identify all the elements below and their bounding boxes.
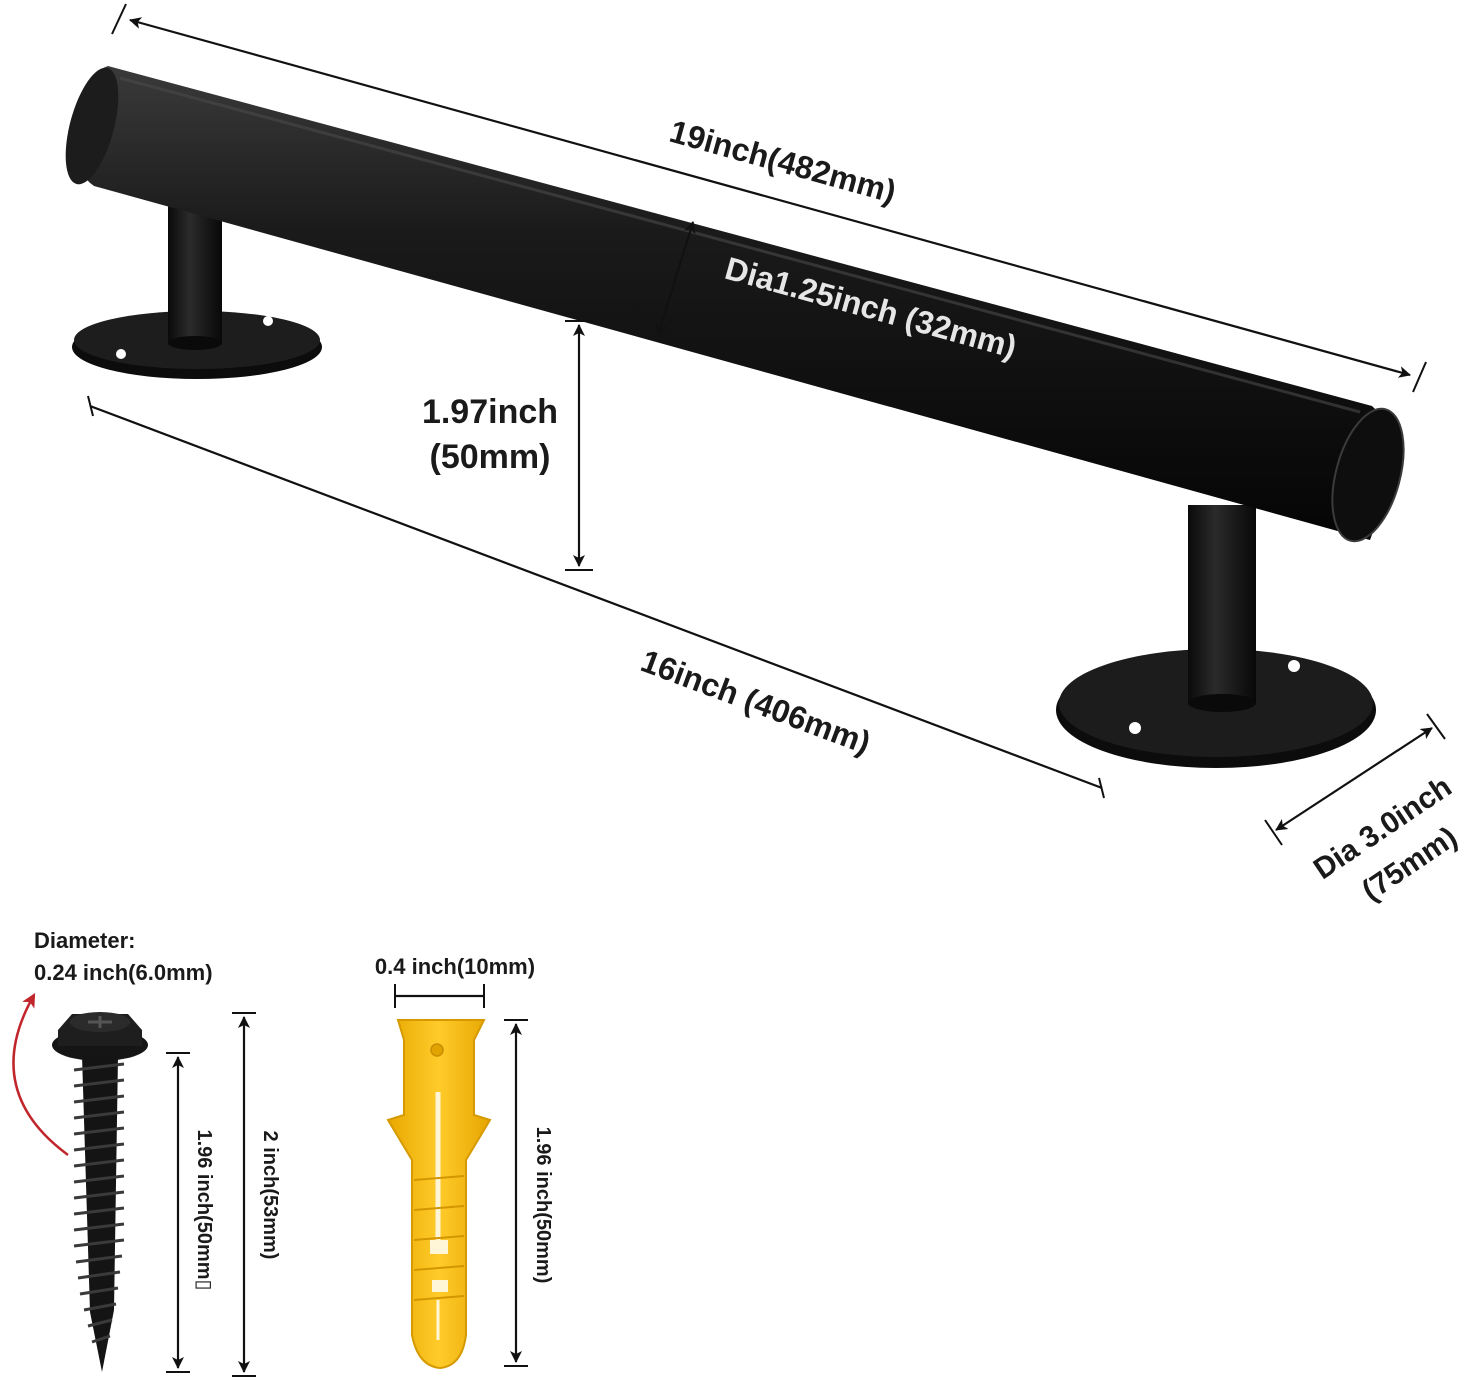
wall-anchor (386, 1019, 492, 1370)
anchor-length-dimension (504, 1019, 528, 1367)
overall-length-dimension (111, 3, 1427, 393)
bar-diameter-dimension (655, 221, 696, 336)
screw-diameter-label-line2: 0.24 inch(6.0mm) (34, 960, 213, 985)
projection-label-line2: (50mm) (430, 438, 551, 476)
screw-diameter-label-line1: Diameter: (34, 928, 135, 953)
center-to-center-label: 16inch (406mm) (636, 642, 875, 760)
overall-length-label: 19inch(482mm) (666, 113, 900, 210)
base-diameter-dimension (1264, 713, 1446, 846)
screw (52, 1012, 148, 1372)
projection-label-line1: 1.97inch (422, 393, 558, 431)
screw-total-length-label: 2 inch(53mm) (259, 1131, 281, 1260)
screw-rotation-arrow (12, 992, 69, 1157)
center-to-center-dimension (87, 395, 1105, 799)
screw-total-length-dimension (232, 1012, 256, 1377)
anchor-width-dimension (394, 984, 485, 1008)
anchor-width-label: 0.4 inch(10mm) (375, 954, 535, 979)
projection-dimension (565, 320, 593, 571)
grab-bar (65, 66, 1405, 768)
anchor-length-label: 1.96 inch(50mm) (532, 1127, 554, 1284)
screw-thread-length-dimension (166, 1052, 190, 1373)
screw-thread-length-label: 1.96 inch(50mm▯ (193, 1129, 215, 1290)
bar-end-cap (1331, 407, 1405, 543)
right-post (1188, 505, 1256, 703)
